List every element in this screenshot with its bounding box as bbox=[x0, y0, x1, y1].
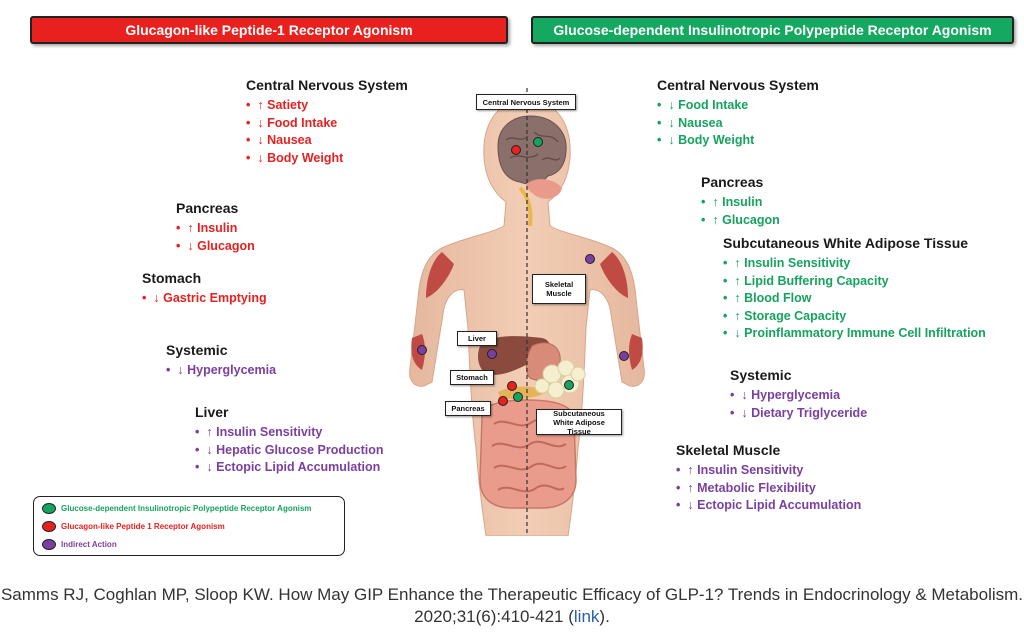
effect-item: ↑ Storage Capacity bbox=[723, 308, 986, 326]
right-muscle-section: Skeletal Muscle ↑ Insulin Sensitivity↑ M… bbox=[676, 441, 861, 515]
legend-glp1-label: Glucagon-like Peptide 1 Receptor Agonism bbox=[61, 522, 225, 531]
indirect-dot-left-arm bbox=[417, 345, 427, 355]
effect-item: ↓ Body Weight bbox=[657, 132, 819, 150]
left-liver-section: Liver ↑ Insulin Sensitivity↓ Hepatic Glu… bbox=[195, 403, 384, 477]
label-liver: Liver bbox=[457, 331, 497, 346]
effect-item: ↓ Body Weight bbox=[246, 150, 408, 168]
effect-item: ↓ Hyperglycemia bbox=[730, 387, 867, 405]
label-cns: Central Nervous System bbox=[476, 94, 576, 110]
legend-glp1: Glucagon-like Peptide 1 Receptor Agonism bbox=[42, 521, 225, 532]
effect-item: ↑ Insulin Sensitivity bbox=[676, 462, 861, 480]
effect-item: ↓ Ectopic Lipid Accumulation bbox=[676, 497, 861, 515]
legend-indirect-label: Indirect Action bbox=[61, 540, 117, 549]
citation: Samms RJ, Coghlan MP, Sloop KW. How May … bbox=[0, 584, 1024, 628]
legend-box: Glucose-dependent Insulinotropic Polypep… bbox=[33, 496, 345, 556]
gip-header: Glucose-dependent Insulinotropic Polypep… bbox=[531, 16, 1014, 44]
effect-item: ↑ Blood Flow bbox=[723, 290, 986, 308]
effect-item: ↓ Nausea bbox=[657, 115, 819, 133]
effect-item: ↓ Glucagon bbox=[176, 238, 254, 256]
label-stomach: Stomach bbox=[450, 370, 494, 385]
left-liver-title: Liver bbox=[195, 404, 229, 420]
left-cns-title: Central Nervous System bbox=[246, 77, 408, 93]
left-pancreas-list: ↑ Insulin↓ Glucagon bbox=[176, 220, 255, 256]
right-pancreas-list: ↑ Insulin↑ Glucagon bbox=[701, 194, 780, 230]
gip-dot-adipose bbox=[564, 380, 574, 390]
left-cns-list: ↑ Satiety↓ Food Intake↓ Nausea↓ Body Wei… bbox=[246, 97, 408, 167]
indirect-dot-right-arm bbox=[619, 351, 629, 361]
left-deltoid-muscle bbox=[426, 252, 454, 298]
legend-gip-label: Glucose-dependent Insulinotropic Polypep… bbox=[61, 504, 312, 513]
citation-tail: ). bbox=[599, 607, 610, 626]
citation-link[interactable]: link bbox=[573, 607, 600, 626]
left-stomach-list: ↓ Gastric Emptying bbox=[142, 290, 266, 308]
right-systemic-section: Systemic ↓ Hyperglycemia↓ Dietary Trigly… bbox=[730, 366, 867, 422]
right-cns-section: Central Nervous System ↓ Food Intake↓ Na… bbox=[657, 76, 819, 150]
glp1-dot-pancreas bbox=[498, 396, 508, 406]
legend-indirect: Indirect Action bbox=[42, 539, 117, 550]
effect-item: ↑ Lipid Buffering Capacity bbox=[723, 273, 986, 291]
effect-item: ↓ Hepatic Glucose Production bbox=[195, 442, 383, 460]
indirect-dot-liver bbox=[487, 349, 497, 359]
glp1-dot-stomach bbox=[507, 381, 517, 391]
left-pancreas-title: Pancreas bbox=[176, 200, 239, 216]
left-systemic-list: ↓ Hyperglycemia bbox=[166, 362, 276, 380]
gip-dot-pancreas bbox=[513, 392, 523, 402]
label-swat: Subcutaneous White Adipose Tissue bbox=[536, 409, 622, 436]
left-liver-list: ↑ Insulin Sensitivity↓ Hepatic Glucose P… bbox=[195, 424, 384, 477]
effect-item: ↓ Gastric Emptying bbox=[142, 290, 266, 308]
right-muscle-title: Skeletal Muscle bbox=[676, 442, 781, 458]
effect-item: ↑ Satiety bbox=[246, 97, 408, 115]
glp1-dot-brain bbox=[511, 145, 521, 155]
right-cns-title: Central Nervous System bbox=[657, 77, 819, 93]
right-swat-section: Subcutaneous White Adipose Tissue ↑ Insu… bbox=[723, 234, 986, 343]
right-muscle-list: ↑ Insulin Sensitivity↑ Metabolic Flexibi… bbox=[676, 462, 861, 515]
effect-item: ↓ Food Intake bbox=[657, 97, 819, 115]
left-systemic-section: Systemic ↓ Hyperglycemia bbox=[166, 341, 276, 380]
right-deltoid-muscle bbox=[600, 252, 628, 298]
left-systemic-title: Systemic bbox=[166, 342, 228, 358]
legend-gip: Glucose-dependent Insulinotropic Polypep… bbox=[42, 503, 311, 514]
gip-dot-brain bbox=[533, 137, 543, 147]
indirect-dot-right-shoulder bbox=[585, 254, 595, 264]
human-body-figure bbox=[409, 88, 645, 536]
citation-text: Samms RJ, Coghlan MP, Sloop KW. How May … bbox=[0, 585, 1024, 626]
right-cns-list: ↓ Food Intake↓ Nausea↓ Body Weight bbox=[657, 97, 819, 150]
legend-gip-swatch bbox=[42, 503, 56, 514]
left-pancreas-section: Pancreas ↑ Insulin↓ Glucagon bbox=[176, 199, 255, 255]
effect-item: ↑ Insulin Sensitivity bbox=[195, 424, 384, 442]
right-swat-list: ↑ Insulin Sensitivity↑ Lipid Buffering C… bbox=[723, 255, 986, 343]
effect-item: ↑ Insulin bbox=[176, 220, 255, 238]
adipose-tissue bbox=[534, 359, 586, 399]
effect-item: ↑ Glucagon bbox=[701, 212, 779, 230]
effect-item: ↓ Proinflammatory Immune Cell Infiltrati… bbox=[723, 325, 985, 343]
right-systemic-title: Systemic bbox=[730, 367, 792, 383]
effect-item: ↑ Insulin bbox=[701, 194, 780, 212]
effect-item: ↓ Food Intake bbox=[246, 115, 408, 133]
body-silhouette bbox=[409, 99, 645, 536]
effect-item: ↓ Ectopic Lipid Accumulation bbox=[195, 459, 384, 477]
effect-item: ↓ Hyperglycemia bbox=[166, 362, 276, 380]
label-skeletal-muscle: Skeletal Muscle bbox=[532, 274, 586, 304]
effect-item: ↓ Dietary Triglyceride bbox=[730, 405, 867, 423]
left-stomach-section: Stomach ↓ Gastric Emptying bbox=[142, 269, 267, 308]
glp1-header: Glucagon-like Peptide-1 Receptor Agonism bbox=[30, 16, 508, 44]
legend-indirect-swatch bbox=[42, 539, 56, 550]
effect-item: ↑ Metabolic Flexibility bbox=[676, 480, 861, 498]
effect-item: ↑ Insulin Sensitivity bbox=[723, 255, 986, 273]
effect-item: ↓ Nausea bbox=[246, 132, 408, 150]
right-swat-title: Subcutaneous White Adipose Tissue bbox=[723, 235, 969, 251]
right-systemic-list: ↓ Hyperglycemia↓ Dietary Triglyceride bbox=[730, 387, 867, 422]
left-stomach-title: Stomach bbox=[142, 270, 202, 286]
legend-glp1-swatch bbox=[42, 521, 56, 532]
left-cns-section: Central Nervous System ↑ Satiety↓ Food I… bbox=[246, 76, 408, 167]
right-pancreas-title: Pancreas bbox=[701, 174, 764, 190]
label-pancreas: Pancreas bbox=[445, 401, 491, 416]
right-pancreas-section: Pancreas ↑ Insulin↑ Glucagon bbox=[701, 173, 780, 229]
